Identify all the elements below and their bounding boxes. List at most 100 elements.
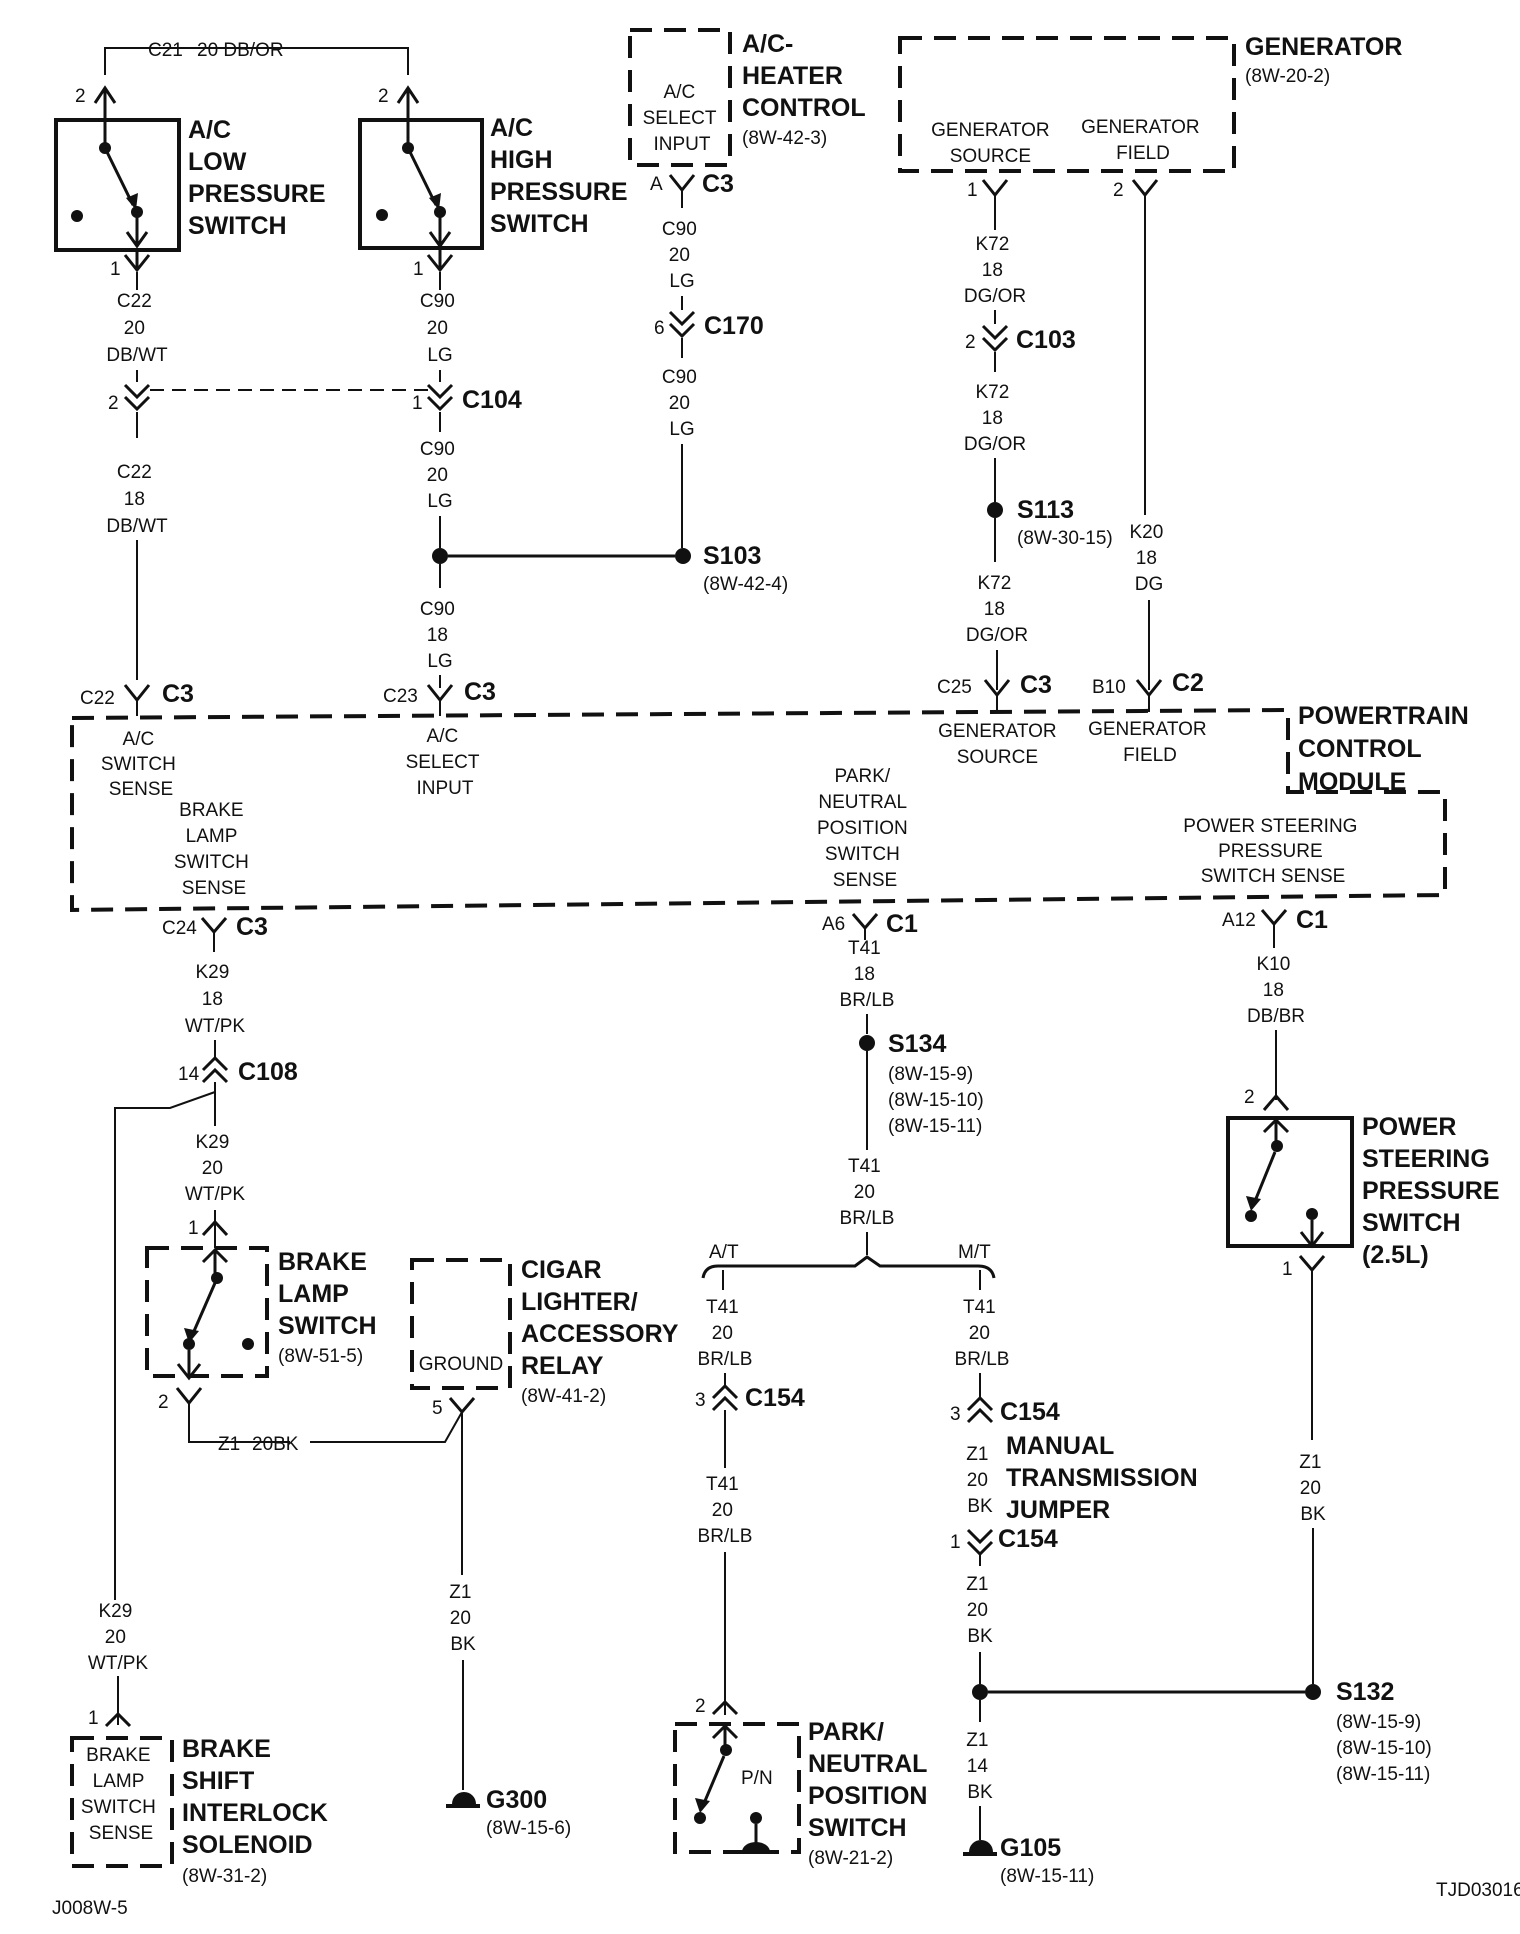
wire-t41d: T41 20 BR/LB [698,1474,753,1547]
connector-c1-a: C1 [886,910,918,938]
park-neutral-position-switch: P/N PARK/ NEUTRAL POSITION SWITCH (8W-21… [673,1718,927,1869]
svg-text:PARK/ NEUTRAL POSI: PARK/ NEUTRAL POSITION SWITCH SENSE [817,766,913,891]
svg-text:BRAKE LAMP SWITCH: BRAKE LAMP SWITCH SENSE [174,800,254,899]
splice-s132: S132 (8W-15-9) (8W-15-10) (8W-15-11) [1336,1678,1432,1785]
cigar-lighter-accessory-relay: GROUND CIGAR LIGHTER/ ACCESSORY RELAY (8… [410,1256,685,1407]
svg-text:C24: C24 [162,918,197,939]
power-steering-pressure-switch: POWER STEERING PRESSURE SWITCH (2.5L) [1226,1113,1507,1269]
svg-text:2: 2 [158,1392,169,1413]
svg-text:M/T: M/T [958,1242,991,1263]
svg-text:(8W-21-2): (8W-21-2) [808,1848,893,1869]
svg-text:CIGAR LIGHTER/ ACC: CIGAR LIGHTER/ ACCESSORY RELAY [521,1256,685,1380]
svg-text:BRAKE SHIFT INTERL: BRAKE SHIFT INTERLOCK SOLENOID [182,1735,335,1859]
wire-t41a: T41 18 BR/LB [840,938,895,1011]
svg-text:(8W-42-3): (8W-42-3) [742,128,827,149]
ac-heater-control: A/C SELECT INPUT A/C- HEATER CONTROL (8W… [628,28,866,167]
wire-z1d: Z1 20 BK [966,1574,993,1647]
svg-text:A6: A6 [822,914,845,935]
wire-z1c: Z1 20 BK [966,1444,993,1517]
wire-t41e: T41 20 BR/LB [955,1297,1010,1370]
svg-text:(8W-41-2): (8W-41-2) [521,1386,606,1407]
ac-high-pressure-switch: 2 A/C HIGH PRESSURE SWITCH [358,85,628,268]
powertrain-control-module: POWERTRAIN CONTROL MODULE A/C SWITCH SEN… [70,702,1476,913]
svg-text:POWER STEERING PRESSURE: POWER STEERING PRESSURE SWITCH SENSE [1183,816,1362,887]
svg-text:(8W-42-4): (8W-42-4) [703,574,788,595]
svg-text:BRAKE LAMP SWITCH: BRAKE LAMP SWITCH SENSE [81,1745,161,1844]
svg-text:(8W-15-6): (8W-15-6) [486,1818,571,1839]
connector-c2: C2 [1172,669,1204,697]
connector-c154-at: C154 [745,1384,805,1412]
svg-text:B10: B10 [1092,677,1126,698]
svg-text:S134: S134 [888,1030,946,1058]
svg-text:1: 1 [188,1218,199,1239]
wire-k29b: K29 20 WT/PK [185,1132,245,1205]
wire-t41b: T41 20 BR/LB [840,1156,895,1229]
splice-s103: S103 (8W-42-4) [703,542,788,595]
connector-c104: C104 [462,386,522,414]
svg-text:S103: S103 [703,542,761,570]
svg-text:C23: C23 [383,686,418,707]
ground-g105: G105 (8W-15-11) [963,1834,1094,1887]
wire-k29a: K29 18 WT/PK [185,962,245,1037]
svg-text:A/C SWITCH SENSE: A/C SWITCH SENSE [101,729,181,800]
svg-text:G105: G105 [1000,1834,1061,1862]
component-label: A/C LOW PRESSURE SWITCH [188,116,333,240]
svg-text:C25: C25 [937,677,972,698]
svg-text:2: 2 [965,332,976,353]
wire-c21: C21 20 DB/OR [104,40,409,75]
connector-c3-c: C3 [1020,671,1052,699]
wire-k72a: K72 18 DG/OR [964,234,1026,307]
pin-label: 1 [110,259,121,280]
svg-text:(8W-15-9) (8W-15-10): (8W-15-9) (8W-15-10) (8W-15-11) [888,1064,989,1137]
wire-k72c: K72 18 DG/OR [966,573,1028,646]
brake-shift-interlock-solenoid: BRAKE LAMP SWITCH SENSE BRAKE SHIFT INTE… [70,1735,335,1887]
svg-text:1: 1 [967,180,978,201]
wire-k20: K20 18 DG [1129,522,1168,595]
svg-text:2: 2 [1244,1087,1255,1108]
wire-c90b: C90 20 LG [420,439,460,512]
wire-z1b: Z1 20 BK [449,1582,476,1655]
wire-z1f: Z1 20 BK [1299,1452,1326,1525]
connector-c1-b: C1 [1296,906,1328,934]
svg-text:2: 2 [108,393,119,414]
connector-c3-d: C3 [236,913,268,941]
svg-text:A/C SELECT INPUT: A/C SELECT INPUT [643,82,722,155]
generator: GENERATOR SOURCE GENERATOR FIELD GENERAT… [898,33,1402,173]
wire-t41c: T41 20 BR/LB [698,1297,753,1370]
connector-c108: C108 [238,1058,298,1086]
pin-label: 2 [75,86,86,107]
wire-c90c: C90 18 LG [420,599,460,672]
svg-text:6: 6 [654,318,665,339]
wire-k72b: K72 18 DG/OR [964,382,1026,455]
svg-text:14: 14 [178,1064,200,1085]
svg-text:A12: A12 [1222,910,1256,931]
svg-text:P/N: P/N [741,1768,773,1789]
connector-c170: C170 [704,312,764,340]
svg-text:S132: S132 [1336,1678,1394,1706]
svg-text:POWER STEERING PRE: POWER STEERING PRESSURE SWITCH (2.5L) [1362,1113,1507,1269]
svg-text:2: 2 [695,1696,706,1717]
svg-text:BRAKE LAMP SWITCH: BRAKE LAMP SWITCH [278,1248,377,1340]
svg-text:MANUAL TRANSMISSION: MANUAL TRANSMISSION JUMPER [1006,1432,1205,1524]
wire-k29c: K29 20 WT/PK [88,1601,148,1674]
wire-k10: K10 18 DB/BR [1247,954,1305,1027]
splice-s134: S134 (8W-15-9) (8W-15-10) (8W-15-11) [888,1030,989,1137]
pin-label: 2 [378,86,389,107]
wire-z1a: Z1 20BK [218,1434,299,1455]
connector-c3-b: C3 [464,678,496,706]
svg-text:(8W-31-2): (8W-31-2) [182,1866,267,1887]
svg-text:1: 1 [1282,1259,1293,1280]
wire-c90d: C90 20 LG [662,219,702,292]
svg-text:A/C SELECT INPUT: A/C SELECT INPUT [406,726,485,799]
svg-text:GENERATOR SOURCE G: GENERATOR SOURCE GENERATOR FIELD [931,117,1205,167]
svg-text:20 DB/OR: 20 DB/OR [197,40,284,61]
svg-text:5: 5 [432,1398,443,1419]
svg-text:1: 1 [412,393,423,414]
wire-c22b: C22 18 DB/WT [106,462,168,537]
svg-text:GROUND: GROUND [419,1354,503,1375]
svg-text:C21: C21 [148,40,183,61]
svg-text:POWERTRAIN CONTROL: POWERTRAIN CONTROL MODULE [1298,702,1476,796]
svg-text:(8W-20-2): (8W-20-2) [1245,66,1330,87]
connector-c103: C103 [1016,326,1076,354]
